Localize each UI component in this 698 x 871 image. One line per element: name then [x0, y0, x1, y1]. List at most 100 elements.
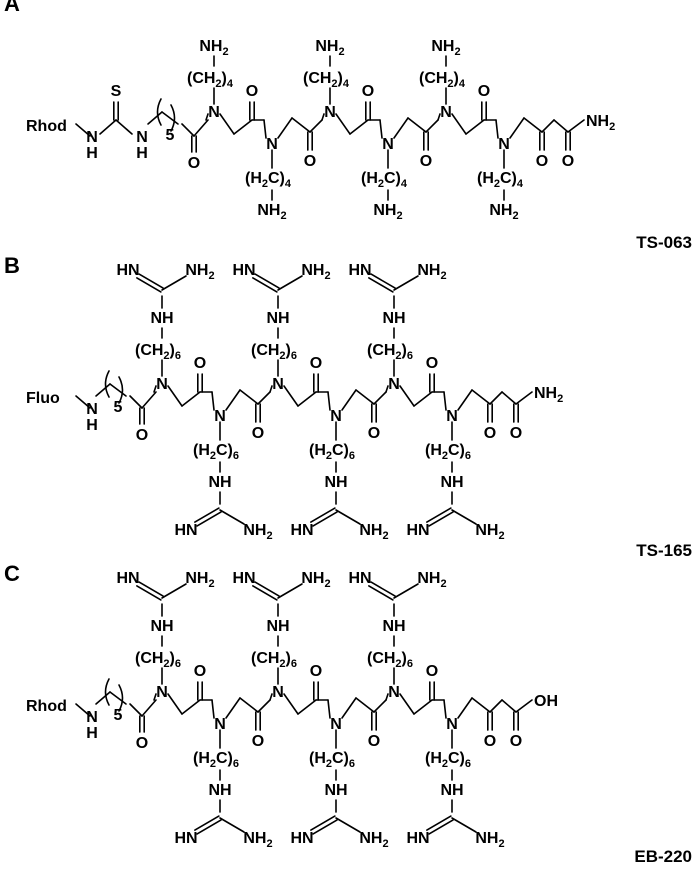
imine-double-bond — [428, 819, 454, 835]
atom-label-part: TS-063 — [636, 233, 692, 252]
atom-label-part: NH — [266, 310, 289, 327]
atom-label-part: NH — [185, 570, 208, 587]
atom-label-part: ) — [402, 342, 407, 359]
spacer-bracket-left — [104, 678, 110, 706]
guanidine-amine-label: NH2 — [243, 830, 272, 850]
atom-label-part: ) — [170, 342, 175, 359]
bond-line — [257, 699, 271, 713]
oxygen-label: O — [310, 355, 322, 372]
methylene-chain-label: (CH2)4 — [187, 70, 234, 90]
nitrogen-label: N — [208, 104, 220, 121]
atom-label-part: NH — [359, 830, 382, 847]
atom-label-part: 6 — [349, 758, 355, 770]
methylene-chain-label: (H2C)6 — [193, 750, 239, 770]
bond-line — [373, 699, 387, 713]
oxygen-label: O — [252, 425, 264, 442]
compound-id-label: TS-165 — [636, 541, 692, 560]
guanidine-imine-label: HN — [232, 262, 255, 279]
atom-label-part: H — [86, 725, 98, 742]
atom-label-part: ) — [454, 70, 459, 87]
atom-label-part: 2 — [440, 578, 446, 590]
bond-line — [471, 389, 491, 405]
atom-label-part: C) — [268, 170, 285, 187]
atom-label-part: 2 — [442, 450, 448, 462]
atom-label-part: 2 — [498, 838, 504, 850]
atom-label-part: 2 — [498, 530, 504, 542]
atom-label-part: 2 — [266, 530, 272, 542]
atom-label-part: 2 — [440, 270, 446, 282]
panel-letter: C — [4, 561, 20, 586]
methylene-chain-label: (H2C)4 — [477, 170, 524, 190]
atom-label-part: N — [330, 716, 342, 733]
guanidine-imine-label: HN — [116, 262, 139, 279]
atom-label-part: ) — [222, 70, 227, 87]
atom-label-part: (CH — [367, 342, 395, 359]
bond-line — [327, 699, 331, 719]
atom-label-part: (H — [245, 170, 262, 187]
atom-label-part: 2 — [326, 758, 332, 770]
guanidine-nh-label: NH — [440, 782, 463, 799]
atom-label-part: 2 — [215, 78, 221, 90]
atom-label-part: C) — [216, 750, 233, 767]
bond-line — [457, 389, 473, 411]
atom-label-part: O — [252, 733, 264, 750]
atom-label-part: O — [136, 735, 148, 752]
atom-label-part: NH — [324, 782, 347, 799]
atom-label-part: 2 — [266, 838, 272, 850]
nitrogen-label: N — [330, 408, 342, 425]
bond-line — [567, 119, 585, 133]
imine-double-bond — [370, 273, 396, 289]
bond-line — [355, 697, 375, 713]
nitrogen-label: N — [388, 684, 400, 701]
atom-label-part: 6 — [349, 450, 355, 462]
nitrogen-label: N — [156, 376, 168, 393]
atom-label-part: N — [214, 716, 226, 733]
bond-line — [515, 391, 533, 405]
atom-label-part: 2 — [494, 178, 500, 190]
atom-label-part: N — [382, 136, 394, 153]
imine-double-bond — [254, 581, 280, 597]
guanidine-nh-label: NH — [150, 618, 173, 635]
oxygen-label: O — [562, 153, 574, 170]
oxygen-label: O — [484, 425, 496, 442]
spacer-bracket-left — [156, 98, 162, 126]
methylene-chain-label: (CH2)4 — [303, 70, 350, 90]
bond-line — [451, 817, 477, 833]
atom-label-part: OH — [534, 693, 558, 710]
bond-line — [471, 697, 491, 713]
atom-label-part: HN — [290, 522, 313, 539]
guanidine-nh-label: NH — [266, 310, 289, 327]
guanidine-nh-label: NH — [266, 618, 289, 635]
atom-label-part: HN — [232, 570, 255, 587]
amine-label: NH2 — [257, 202, 286, 222]
atom-label-part: S — [111, 83, 122, 100]
atom-label-part: O — [426, 663, 438, 680]
bond-line — [413, 699, 433, 715]
atom-label-part: 2 — [395, 350, 401, 362]
atom-label-part: NH — [417, 262, 440, 279]
atom-label-part: NH — [185, 262, 208, 279]
guanidine-nh-label: NH — [324, 474, 347, 491]
imine-double-bond — [368, 277, 394, 293]
guanidine-nh-label: NH — [440, 474, 463, 491]
imine-double-bond — [136, 277, 162, 293]
atom-label-part: 2 — [262, 178, 268, 190]
bond-line — [277, 117, 293, 139]
oxygen-label: O — [304, 153, 316, 170]
atom-label-part: B — [4, 253, 20, 278]
guanidine-nh-label: NH — [150, 310, 173, 327]
bond-line — [393, 583, 419, 599]
atom-label-part: O — [510, 425, 522, 442]
bond-line — [277, 275, 303, 291]
oxygen-label: O — [368, 425, 380, 442]
atom-label-part: N — [272, 684, 284, 701]
bond-line — [489, 391, 503, 405]
nitrogen-label: N — [498, 136, 510, 153]
atom-label-part: NH — [373, 202, 396, 219]
guanidine-amine-label: NH2 — [359, 830, 388, 850]
methylene-chain-label: (H2C)6 — [425, 442, 471, 462]
atom-label-part: 4 — [285, 178, 292, 190]
atom-label-part: H — [136, 145, 148, 162]
bond-line — [495, 119, 499, 139]
